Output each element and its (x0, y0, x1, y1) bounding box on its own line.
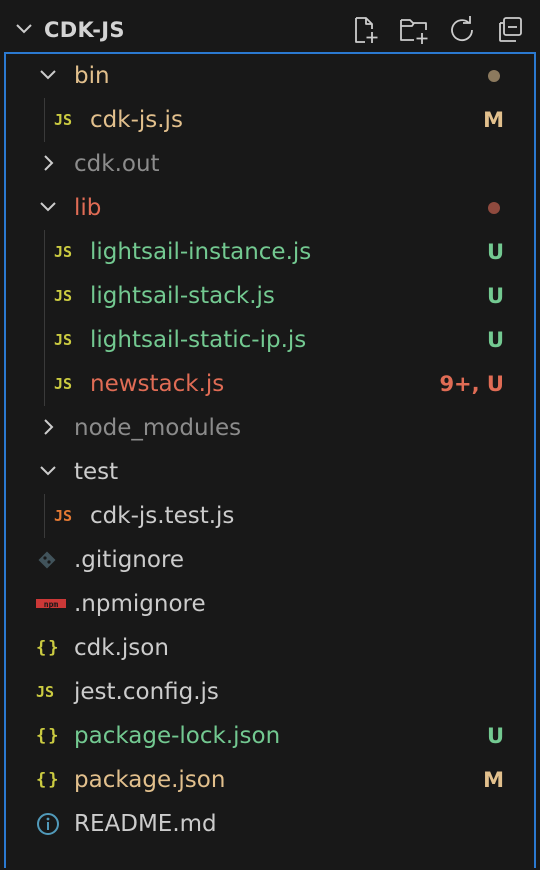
git-file-icon (36, 548, 64, 572)
json-file-icon: {} (36, 770, 61, 790)
folder-status-dot (488, 70, 500, 82)
tree-file-cdk-json[interactable]: {} cdk.json (6, 626, 534, 670)
git-status-badge: U (486, 240, 504, 264)
tree-item-label: README.md (74, 811, 217, 837)
npm-file-icon: npm (36, 592, 66, 616)
tree-item-label: cdk.json (74, 635, 169, 661)
tree-item-label: cdk-js.js (90, 107, 183, 133)
chevron-down-icon[interactable] (36, 63, 60, 87)
git-status-badge: M (483, 108, 504, 132)
tree-file-gitignore[interactable]: .gitignore (6, 538, 534, 582)
chevron-down-icon[interactable] (36, 195, 60, 219)
tree-item-label: lightsail-instance.js (90, 239, 312, 265)
tree-folder-test[interactable]: test (6, 450, 534, 494)
tree-file-package-lock-json[interactable]: {} package-lock.json U (6, 714, 534, 758)
git-status-badge: 9+, U (439, 372, 504, 396)
tree-item-label: newstack.js (90, 371, 225, 397)
git-status-badge: U (486, 284, 504, 308)
tree-file-lightsail-static-ip-js[interactable]: JS lightsail-static-ip.js U (6, 318, 534, 362)
git-status-badge: M (483, 768, 504, 792)
svg-text:npm: npm (44, 600, 59, 609)
indent-guide (44, 494, 45, 538)
json-file-icon: {} (36, 638, 61, 658)
chevron-right-icon[interactable] (36, 415, 60, 439)
tree-folder-lib[interactable]: lib (6, 186, 534, 230)
tree-item-label: package-lock.json (74, 723, 281, 749)
new-folder-icon[interactable] (398, 14, 430, 46)
chevron-down-icon[interactable] (36, 459, 60, 483)
json-file-icon: {} (36, 726, 61, 746)
explorer-actions (350, 14, 526, 46)
tree-file-cdk-js-js[interactable]: JS cdk-js.js M (6, 98, 534, 142)
tree-item-label: lightsail-static-ip.js (90, 327, 307, 353)
javascript-file-icon: JS (54, 287, 73, 305)
tree-item-label: node_modules (74, 415, 242, 441)
info-icon (36, 812, 64, 836)
javascript-file-icon: JS (54, 243, 73, 261)
tree-folder-cdk-out[interactable]: cdk.out (6, 142, 534, 186)
javascript-file-icon: JS (54, 111, 73, 129)
tree-file-jest-config-js[interactable]: JS jest.config.js (6, 670, 534, 714)
new-file-icon[interactable] (350, 14, 382, 46)
tree-file-lightsail-instance-js[interactable]: JS lightsail-instance.js U (6, 230, 534, 274)
tree-folder-node-modules[interactable]: node_modules (6, 406, 534, 450)
explorer-header[interactable]: CDK-JS (0, 0, 540, 56)
git-status-badge: U (486, 724, 504, 748)
tree-file-package-json[interactable]: {} package.json M (6, 758, 534, 802)
javascript-file-icon: JS (54, 375, 73, 393)
tree-item-label: lib (74, 195, 102, 221)
tree-file-readme-md[interactable]: README.md (6, 802, 534, 846)
tree-folder-bin[interactable]: bin (6, 54, 534, 98)
tree-item-label: jest.config.js (74, 679, 219, 705)
indent-guide (44, 98, 45, 142)
indent-guide (44, 230, 45, 406)
tree-file-newstack-js[interactable]: JS newstack.js 9+, U (6, 362, 534, 406)
javascript-file-icon: JS (36, 683, 55, 701)
tree-file-cdk-js-test-js[interactable]: JS cdk-js.test.js (6, 494, 534, 538)
tree-item-label: .gitignore (74, 547, 185, 573)
test-javascript-file-icon: JS (54, 507, 73, 525)
collapse-all-icon[interactable] (494, 14, 526, 46)
tree-item-label: bin (74, 63, 110, 89)
tree-item-label: lightsail-stack.js (90, 283, 275, 309)
tree-item-label: test (74, 459, 119, 485)
refresh-icon[interactable] (446, 14, 478, 46)
tree-item-label: .npmignore (74, 591, 206, 617)
explorer-title: CDK-JS (44, 18, 125, 42)
javascript-file-icon: JS (54, 331, 73, 349)
tree-item-label: cdk-js.test.js (90, 503, 235, 529)
tree-file-npmignore[interactable]: npm .npmignore (6, 582, 534, 626)
tree-file-lightsail-stack-js[interactable]: JS lightsail-stack.js U (6, 274, 534, 318)
chevron-right-icon[interactable] (36, 151, 60, 175)
chevron-down-icon[interactable] (14, 19, 34, 43)
tree-item-label: cdk.out (74, 151, 160, 177)
tree-item-label: package.json (74, 767, 226, 793)
folder-status-dot (488, 202, 500, 214)
git-status-badge: U (486, 328, 504, 352)
